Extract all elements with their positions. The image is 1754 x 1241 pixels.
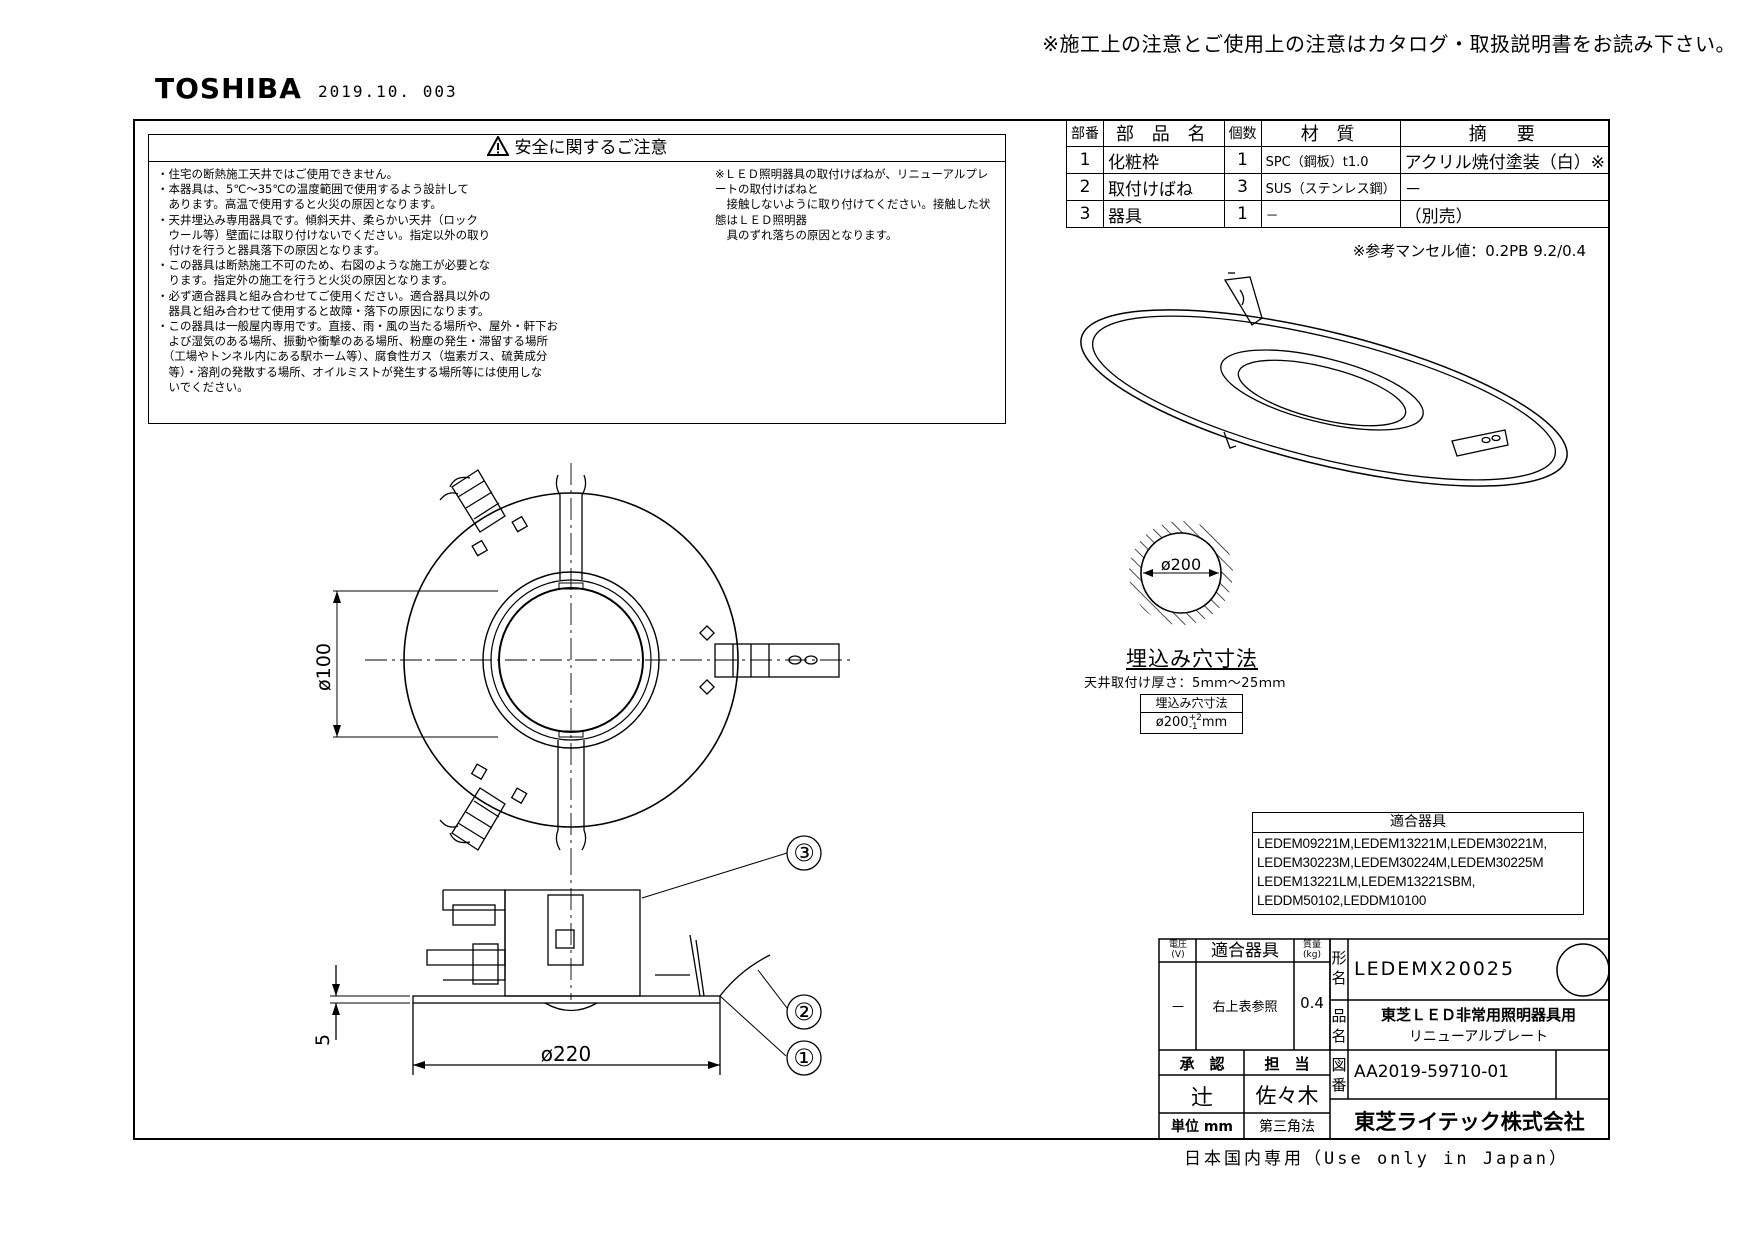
document-date: 2019.10. 003 <box>318 82 458 101</box>
drawing-number: AA2019-59710-01 <box>1354 1062 1509 1082</box>
safety-notice-box: 安全に関するご注意 ・住宅の断熱施工天井ではご使用できません。 ・本器具は、5℃… <box>148 134 1006 424</box>
part-no: 1 <box>1066 146 1104 174</box>
voltage-label: 電圧 (V) <box>1168 940 1187 960</box>
safety-line: 具のずれ落ちの原因となります。 <box>715 227 898 242</box>
safety-line: ※ＬＥＤ照明器具の取付けばねが、リニューアルプレートの取付けばねと <box>715 167 989 197</box>
safety-notice-title: 安全に関するご注意 <box>514 138 668 158</box>
compat-label: 適合器具 <box>1211 941 1279 961</box>
safety-line: ・天井埋込み専用器具です。傾斜天井、柔らかい天井（ロック <box>157 212 478 227</box>
col-part-name: 部 品 名 <box>1103 119 1225 147</box>
toshiba-logo: TOSHIBA <box>155 72 302 105</box>
mass-value: 0.4 <box>1300 994 1324 1012</box>
catalog-notice: ※施工上の注意とご使用上の注意はカタログ・取扱説明書をお読み下さい。 <box>1042 32 1736 56</box>
spring-top-left <box>439 469 529 557</box>
part-material: SUS（ステンレス鋼） <box>1260 173 1401 201</box>
title-block-grid <box>1158 938 1610 1140</box>
list-item: LEDEM09221M,LEDEM13221M,LEDEM30221M, <box>1257 836 1547 851</box>
list-item: LEDEM30223M,LEDEM30224M,LEDEM30225M <box>1257 855 1544 870</box>
safety-line: 付けを行うと器具落下の原因となります。 <box>157 243 386 258</box>
list-item: LEDDM50102,LEDDM10100 <box>1257 893 1427 908</box>
model-number: LEDEMX20025 <box>1354 958 1516 980</box>
part-no: 3 <box>1066 200 1104 228</box>
safety-line: 接触しないように取り付けてください。接触した状態はＬＥＤ照明器 <box>715 197 991 227</box>
compatible-fixtures-list: LEDEM09221M,LEDEM13221M,LEDEM30221M, LED… <box>1253 833 1583 911</box>
callout-1: ① <box>793 1044 815 1072</box>
hole-dimension-title: 埋込み穴寸法 <box>1126 647 1258 671</box>
dim-100-label: ø100 <box>313 643 335 691</box>
munsell-note: ※参考マンセル値：0.2PB 9.2/0.4 <box>1352 242 1586 260</box>
safety-line: 器具と組み合わせて使用すると故障・落下の原因になります。 <box>157 303 490 318</box>
safety-line: あります。高温で使用すると火災の原因となります。 <box>157 197 442 212</box>
hole-diameter-label: ø200 <box>1161 555 1201 574</box>
compatible-fixtures-box: 適合器具 LEDEM09221M,LEDEM13221M,LEDEM30221M… <box>1252 812 1584 915</box>
col-part-no: 部番 <box>1066 119 1104 147</box>
company-name: 東芝ライテック株式会社 <box>1354 1110 1585 1134</box>
product-name-line2: リニューアルプレート <box>1408 1029 1549 1045</box>
safety-notice-left-column: ・住宅の断熱施工天井ではご使用できません。 ・本器具は、5℃～35℃の温度範囲で… <box>157 167 705 395</box>
ceiling-thickness: 天井取付け厚さ：5ｍｍ～25ｍｍ <box>1084 676 1286 691</box>
safety-line: ・必ず適合器具と組み合わせてご使用ください。適合器具以外の <box>157 288 491 303</box>
part-remarks: アクリル焼付塗装（白）※ <box>1399 146 1611 174</box>
dim-220-label: ø220 <box>541 1042 591 1066</box>
model-label: 形名 <box>1331 949 1347 987</box>
safety-line: 等）・溶剤の発散する場所、オイルミストが発生する場所等には使用しな <box>157 364 543 379</box>
table-row: 3 器具 1 － （別売） <box>1066 200 1611 228</box>
hole-box-title: 埋込み穴寸法 <box>1141 695 1242 713</box>
voltage-value: － <box>1170 998 1186 1016</box>
projection-method: 第三角法 <box>1259 1119 1315 1135</box>
parts-table: 部番 部 品 名 個数 材 質 摘 要 1 化粧枠 1 SPC（鋼板）t1.0 … <box>1066 119 1611 228</box>
product-name-line1: 東芝ＬＥＤ非常用照明器具用 <box>1380 1006 1576 1024</box>
list-item: LEDEM13221LM,LEDEM13221SBM, <box>1257 874 1476 889</box>
safety-line: よび湿気のある場所、振動や衝撃のある場所、粉塵の発生・滞留する場所 <box>157 334 548 349</box>
part-no: 2 <box>1066 173 1104 201</box>
safety-line: ・本器具は、5℃～35℃の温度範囲で使用するよう設計して <box>157 182 469 197</box>
safety-line: ・この器具は一般屋内専用です。直接、雨・風の当たる場所や、屋外・軒下お <box>157 319 559 334</box>
safety-line: ・この器具は断熱施工不可のため、右図のような施工が必要とな <box>157 258 491 273</box>
isometric-view <box>1080 272 1568 487</box>
safety-line: ウール等）壁面には取り付けないでください。指定以外の取り <box>157 227 491 242</box>
japan-only-note: 日本国内専用（Use only in Japan） <box>1184 1149 1569 1169</box>
plan-view <box>333 463 850 853</box>
charge-label: 担 当 <box>1264 1055 1310 1073</box>
table-row: 1 化粧枠 1 SPC（鋼板）t1.0 アクリル焼付塗装（白）※ <box>1066 146 1611 174</box>
compatible-fixtures-title: 適合器具 <box>1253 813 1583 833</box>
safety-line: ります。指定外の施工を行うと火災の原因となります。 <box>157 273 454 288</box>
spring-bottom-left <box>439 763 528 851</box>
safety-line: ・住宅の断熱施工天井ではご使用できません。 <box>157 167 399 181</box>
dim-5-label: 5 <box>312 1034 334 1046</box>
product-label: 品名 <box>1331 1007 1347 1045</box>
person-name: 佐々木 <box>1255 1084 1319 1108</box>
safety-line: （工場やトンネル内にある駅ホーム等）、腐食性ガス（塩素ガス、硫黄成分 <box>157 349 548 364</box>
part-name: 器具 <box>1103 200 1225 228</box>
side-view <box>330 835 822 1076</box>
table-row: 2 取付けばね 3 SUS（ステンレス鋼） － <box>1066 173 1611 201</box>
approve-label: 承 認 <box>1179 1055 1225 1073</box>
drawing-no-label: 図番 <box>1331 1056 1347 1094</box>
title-block: 電圧 (V) 適合器具 質量 (kg) 形名 － 右上表参照 0.4 LEDEM… <box>1158 938 1610 1140</box>
drawing-frame <box>133 119 1610 1140</box>
approver-name: 辻 <box>1190 1086 1213 1111</box>
part-remarks: （別売） <box>1399 200 1611 228</box>
compat-value: 右上表参照 <box>1212 1000 1278 1015</box>
mass-label: 質量 (kg) <box>1302 940 1321 960</box>
callout-3: ③ <box>793 839 815 867</box>
safety-line: いでください。 <box>157 379 249 394</box>
safety-notice-right-column: ※ＬＥＤ照明器具の取付けばねが、リニューアルプレートの取付けばねと 接触しないよ… <box>715 167 997 243</box>
hole-dimension-diagram <box>1129 521 1233 625</box>
warning-icon <box>485 134 510 164</box>
spring-right <box>699 625 840 695</box>
col-material: 材 質 <box>1260 119 1401 147</box>
unit-label: 単位 mm <box>1170 1119 1234 1135</box>
callout-2: ② <box>793 998 815 1026</box>
safety-notice-header: 安全に関するご注意 <box>149 134 1005 164</box>
part-name: 取付けばね <box>1103 173 1225 201</box>
